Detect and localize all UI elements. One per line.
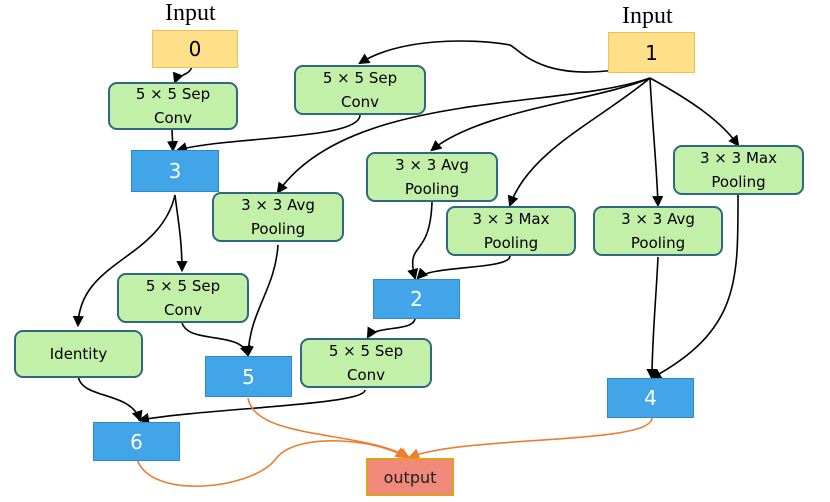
edge-identity-to-6	[77, 374, 143, 423]
state-node-6: 6	[93, 422, 180, 461]
edge-1-to-maxpool-a	[507, 77, 651, 208]
edge-1-to-avgpool-b	[430, 77, 651, 152]
state-node-2: 2	[373, 279, 460, 319]
sep-conv-node-b: 5 × 5 Sep Conv	[294, 65, 426, 115]
edge-sepconv-d-to-6	[137, 389, 366, 425]
sep-conv-node-d: 5 × 5 Sep Conv	[300, 338, 432, 388]
input-node-1: 1	[608, 32, 695, 73]
max-pool-node-a: 3 × 3 Max Pooling	[446, 206, 576, 256]
state-node-4: 4	[607, 378, 694, 418]
avg-pool-node-c: 3 × 3 Avg Pooling	[593, 206, 723, 256]
identity-node: Identity	[14, 330, 143, 378]
edge-1-to-avgpool-c	[649, 77, 664, 208]
edge-3-to-sepconv-c	[174, 194, 188, 273]
edge-3-to-identity	[72, 194, 176, 328]
sep-conv-node-a: 5 × 5 Sep Conv	[108, 82, 238, 130]
edge-1-to-sepconv-b	[358, 40, 616, 73]
output-node: output	[366, 458, 454, 496]
edge-1-to-avgpool-a	[276, 77, 651, 194]
edge-4-to-output	[407, 417, 653, 460]
state-node-5: 5	[205, 356, 292, 397]
edge-2-to-sepconv-d	[366, 317, 416, 339]
edge-avgpool-c-to-4	[646, 256, 659, 381]
avg-pool-node-b: 3 × 3 Avg Pooling	[366, 152, 498, 202]
edge-1-to-maxpool-b	[649, 77, 740, 147]
sep-conv-node-c: 5 × 5 Sep Conv	[117, 273, 249, 323]
input-node-0: 0	[152, 30, 238, 68]
input-0-label: Input	[165, 0, 216, 26]
edge-6-to-output	[136, 439, 407, 487]
edge-0-to-sepconv-a	[172, 65, 193, 85]
edge-avgpool-b-to-2	[407, 201, 433, 281]
edge-maxpool-b-to-4	[650, 194, 739, 380]
input-1-label: Input	[622, 3, 673, 29]
edge-maxpool-a-to-2	[416, 255, 511, 280]
edge-avgpool-a-to-5	[242, 244, 279, 358]
state-node-3: 3	[131, 150, 219, 192]
edge-sepconv-b-to-3	[175, 114, 361, 154]
edge-sepconv-a-to-3	[166, 129, 179, 153]
edge-sepconv-c-to-5	[181, 322, 251, 358]
avg-pool-node-a: 3 × 3 Avg Pooling	[212, 192, 344, 242]
max-pool-node-b: 3 × 3 Max Pooling	[673, 145, 804, 195]
